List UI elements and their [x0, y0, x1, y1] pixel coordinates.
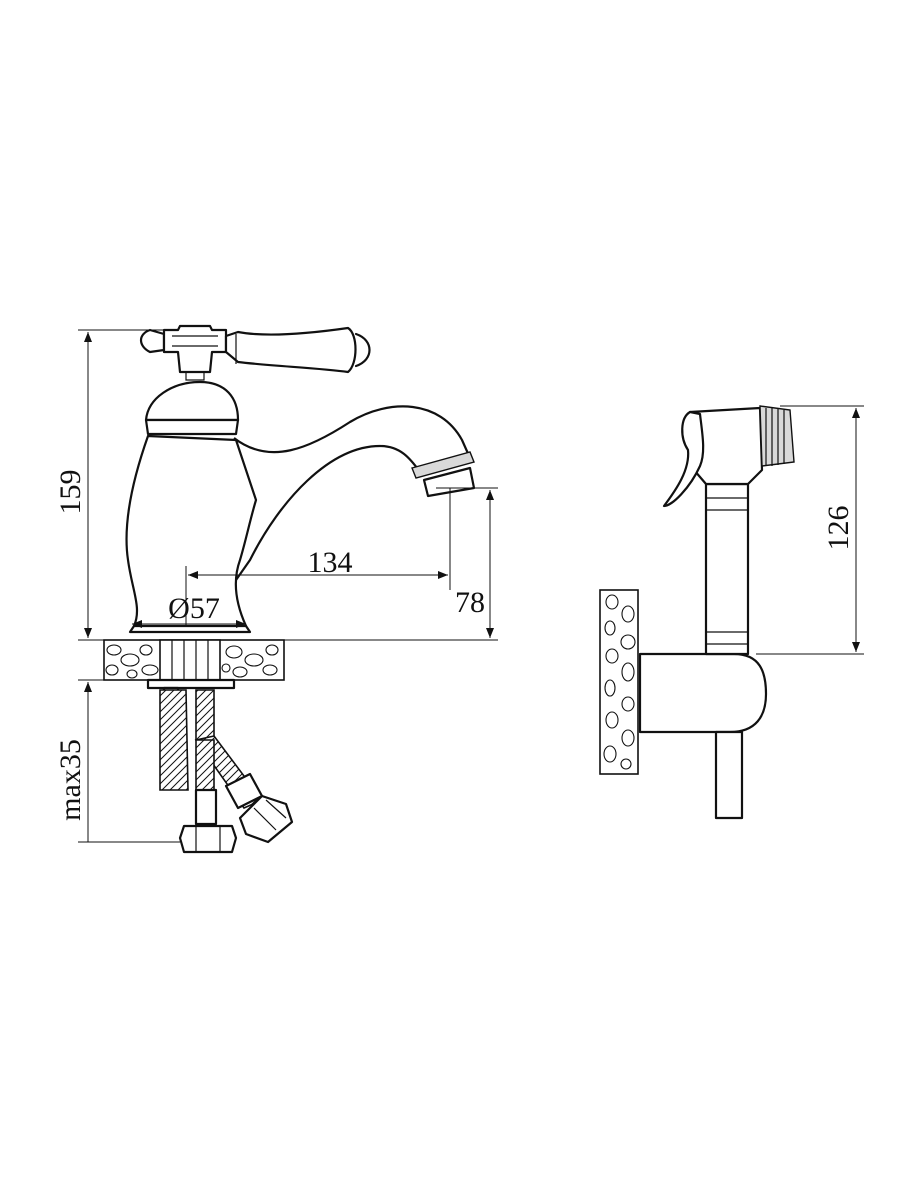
label-total-height: 159 — [54, 470, 87, 515]
label-max-mount: max35 — [54, 739, 87, 821]
body-base — [128, 624, 252, 634]
hose-right-upper — [195, 689, 215, 741]
holder-bracket — [638, 652, 768, 734]
shank — [159, 639, 221, 681]
handle-tip — [354, 332, 371, 368]
faucet-drawing — [103, 324, 476, 854]
nut-angled — [238, 794, 294, 844]
fitting-center — [194, 788, 218, 826]
shower-nozzle-grip — [765, 408, 785, 466]
shower-hose — [714, 730, 744, 820]
shank-lines — [171, 640, 209, 680]
mount-plate — [146, 678, 236, 690]
shower-trigger — [662, 410, 705, 508]
spout-ring — [411, 451, 475, 479]
hose-center — [195, 739, 215, 791]
spout — [233, 405, 472, 581]
wall — [599, 589, 639, 775]
shower-nozzle — [759, 405, 795, 467]
handle-hub-detail — [172, 335, 218, 381]
handle-hub — [162, 324, 228, 374]
hose-left — [159, 689, 189, 791]
label-shower-height: 126 — [822, 506, 855, 551]
body-collar — [144, 418, 240, 436]
body-dome — [144, 380, 240, 422]
shower-handle — [704, 482, 750, 656]
label-spout-height: 78 — [455, 586, 485, 619]
label-spout-reach: 134 — [308, 546, 353, 579]
handle-lever — [224, 326, 357, 374]
hand-shower-drawing — [599, 405, 795, 820]
shower-dimensions: 126 — [756, 405, 864, 655]
handle-ball-left — [139, 328, 166, 354]
nut-center — [178, 824, 238, 854]
shower-handle-rings — [706, 497, 748, 645]
faucet-dimensions: 159 max35 134 78 Ø57 — [54, 329, 498, 843]
label-base-diameter: Ø57 — [168, 592, 220, 625]
